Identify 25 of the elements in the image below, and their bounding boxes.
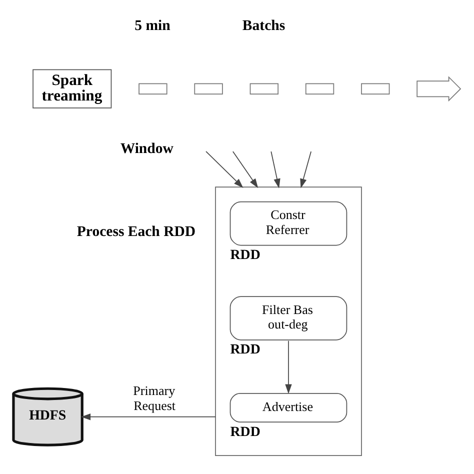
edge-label: Primary Request — [133, 383, 176, 413]
node-box — [138, 83, 168, 94]
arrow — [285, 340, 292, 394]
node-box — [305, 83, 334, 94]
label: Process Each RDD — [76, 224, 196, 240]
node-label: RDD — [230, 248, 260, 263]
arrow — [206, 151, 244, 188]
label: 5 min — [134, 18, 170, 34]
node-box: Spark treaming — [32, 69, 112, 108]
node-arrow — [416, 76, 462, 102]
node-box — [250, 83, 278, 94]
node-box — [194, 83, 223, 94]
node-box: Constr Referrer — [230, 201, 348, 246]
arrow — [232, 151, 258, 188]
arrow — [300, 151, 312, 188]
label: Window — [120, 141, 174, 158]
node-label: RDD — [230, 342, 260, 358]
node-label: RDD — [230, 424, 260, 440]
cluster — [215, 186, 362, 456]
node-box: Advertise — [230, 392, 348, 422]
arrow — [80, 414, 216, 420]
arrow — [270, 151, 280, 188]
label: Batchs — [242, 18, 286, 34]
node-box: Filter Bas out-deg — [230, 296, 348, 340]
node-box — [361, 83, 390, 94]
